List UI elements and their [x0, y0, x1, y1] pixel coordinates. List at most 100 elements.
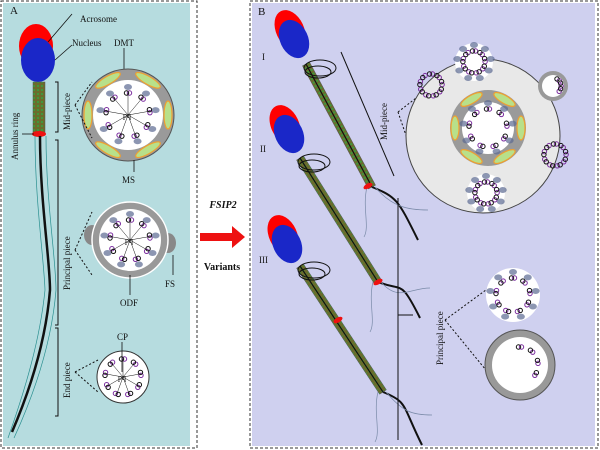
nucleus-leader: [54, 44, 73, 61]
microtubule-b: [481, 179, 488, 185]
microtubule-b: [562, 148, 569, 155]
central-pair: pq: [118, 373, 126, 382]
microtubule-b: [468, 70, 475, 76]
outer-dense-fiber: [459, 120, 468, 127]
outer-dense-fiber: [484, 100, 492, 106]
outer-dense-fiber: [114, 138, 123, 145]
outer-dense-fiber: [508, 120, 517, 127]
outer-dense-fiber: [117, 261, 126, 268]
radial-spoke: [122, 376, 139, 387]
outer-dense-fiber: [133, 138, 142, 145]
microtubule-b: [557, 86, 564, 92]
microtubule-a: [125, 391, 131, 398]
microtubule-a: [131, 133, 137, 139]
dmt-label: DMT: [114, 38, 135, 48]
microtubule-a: [541, 148, 548, 155]
microtubule-b: [107, 235, 113, 241]
microtubule-a: [472, 48, 479, 54]
annulus-ring-shape: [32, 131, 46, 137]
flagellum: [382, 391, 423, 446]
axoneme: [305, 63, 373, 188]
central-pair: pq: [123, 111, 131, 120]
microtubule-b: [434, 72, 440, 79]
zoom-line: [74, 359, 99, 373]
zoom-line: [74, 249, 93, 276]
ms-label: MS: [122, 175, 135, 185]
panel-a-letter: A: [10, 5, 18, 17]
outer-dense-fiber: [500, 105, 509, 112]
mitochondrion: [135, 141, 161, 159]
microtubule-a: [126, 90, 133, 96]
microtubule-b: [110, 248, 117, 254]
membrane: [369, 281, 431, 333]
mitochondrion: [450, 115, 460, 141]
outer-dense-fiber: [498, 187, 507, 194]
microtubule-a: [503, 307, 509, 314]
microtubule-a: [423, 92, 429, 98]
microtubule-b: [135, 255, 141, 261]
microtubule-b: [505, 308, 512, 315]
outer-dense-fiber: [103, 250, 112, 256]
outer-dense-fiber: [482, 173, 490, 179]
radial-spoke: [127, 114, 136, 136]
microtubule-b: [520, 278, 526, 284]
outer-dense-fiber: [475, 148, 484, 155]
microtubule-b: [105, 384, 111, 390]
microtubule-b: [493, 142, 499, 149]
variants-label: Variants: [204, 262, 240, 273]
radial-spoke: [129, 239, 148, 251]
outer-dense-fiber: [486, 56, 495, 63]
outer-dense-fiber: [492, 176, 501, 183]
mitochondrion: [135, 71, 161, 89]
outer-dense-fiber: [462, 137, 471, 144]
microtubule-b: [106, 124, 113, 130]
mitochondrion: [493, 91, 516, 107]
radial-spoke: [122, 239, 131, 259]
nucleus: [278, 19, 310, 59]
outer-dense-fiber: [464, 74, 473, 81]
radial-spoke: [122, 373, 141, 378]
radial-spoke: [113, 97, 129, 116]
microtubule-b: [472, 189, 478, 196]
outer-dense-fiber: [467, 198, 476, 205]
microtubule-b: [481, 63, 487, 69]
microtubule-b: [137, 369, 144, 376]
microtubule-b: [469, 48, 476, 54]
mid-piece-label-a: Mid-piece: [62, 93, 72, 130]
microtubule-a: [478, 200, 484, 206]
outer-dense-fiber: [475, 74, 484, 81]
variant-label-2: II: [260, 144, 266, 154]
annulus-ring-label: Annulus ring: [10, 112, 20, 160]
microtubule-a: [535, 360, 541, 367]
mid-piece-label-b: Mid-piece: [379, 103, 389, 140]
outer-dense-fiber: [489, 303, 498, 310]
nucleus: [271, 224, 303, 264]
sperm-variant-3: [267, 215, 433, 446]
mitochondrion: [460, 149, 483, 165]
panel-a-border: [0, 0, 198, 449]
microtubule-a: [147, 235, 153, 241]
outer-dense-fiber: [141, 90, 150, 97]
radial-spoke: [127, 114, 148, 127]
microtubule-b: [433, 92, 439, 98]
microtubule-b: [119, 133, 125, 139]
radial-spoke: [127, 110, 150, 116]
microtubule-a: [460, 55, 467, 62]
coiled-membrane: [297, 153, 331, 171]
mitochondrion: [83, 100, 93, 130]
outer-dense-fiber: [99, 126, 108, 132]
microtubule-a: [558, 83, 564, 89]
microtubule-b: [503, 120, 510, 126]
mitochondrion: [95, 71, 121, 89]
microtubule-b: [102, 372, 108, 379]
midpiece-shape: [32, 81, 46, 135]
microtubule-a: [472, 186, 479, 193]
outer-dense-fiber: [509, 269, 517, 275]
microtubule-b: [475, 182, 481, 189]
microtubule-b: [462, 66, 468, 72]
radial-spoke: [112, 239, 131, 251]
microtubule-b: [498, 280, 504, 286]
microtubule-b: [115, 391, 121, 398]
nucleus: [273, 114, 305, 154]
radial-spoke: [116, 224, 131, 241]
